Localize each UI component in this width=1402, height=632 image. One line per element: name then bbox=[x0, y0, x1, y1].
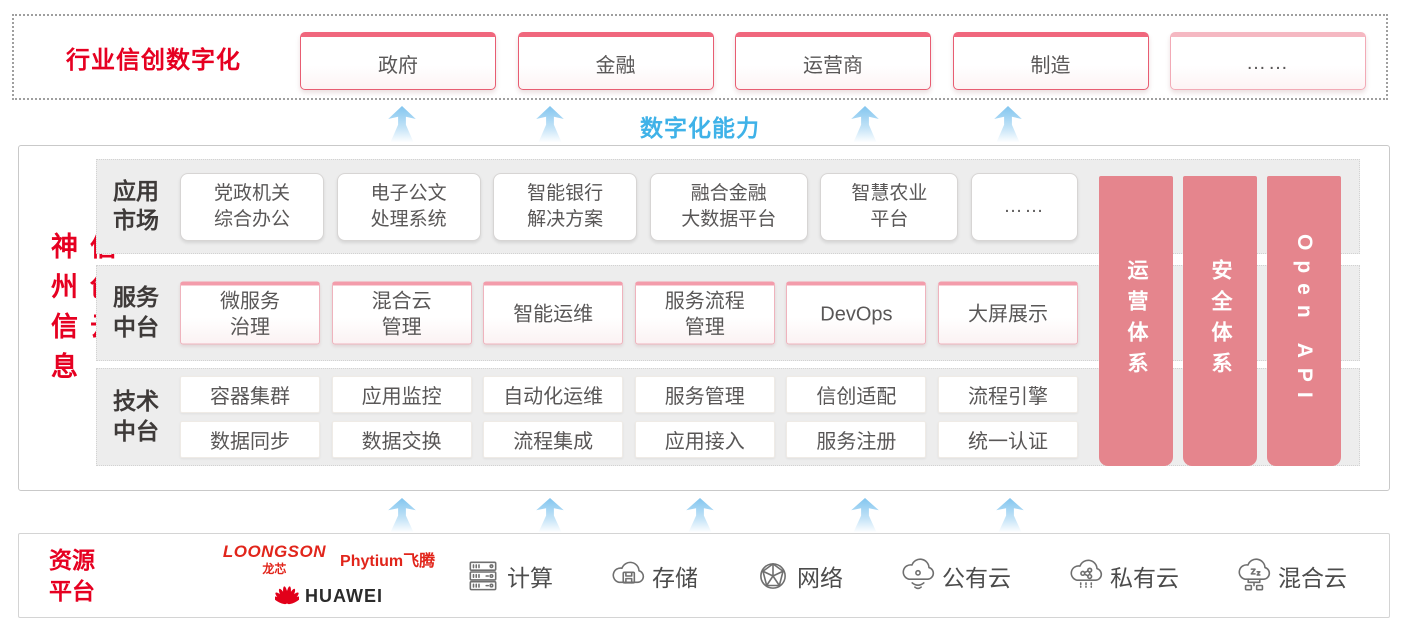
tech-middle-platform-row: 技术中台 容器集群 应用监控 自动化运维 服务管理 信创适配 流程引擎 数据同步… bbox=[96, 368, 1360, 466]
tech-box-process-engine: 流程引擎 bbox=[937, 376, 1078, 413]
up-arrow-icon bbox=[388, 106, 416, 142]
svc-box-dashboard-display: 大屏展示 bbox=[937, 281, 1078, 345]
pillar-operations-system: 运营体系 bbox=[1099, 176, 1173, 466]
vendor-logos: LOONGSON 龙芯 Phytium飞腾 bbox=[209, 542, 449, 608]
resource-platform-label: 资源平台 bbox=[49, 546, 95, 604]
tech-platform-boxes: 容器集群 应用监控 自动化运维 服务管理 信创适配 流程引擎 数据同步 数据交换… bbox=[180, 376, 1078, 458]
pillar-security-system: 安全体系 bbox=[1183, 176, 1257, 466]
up-arrow-icon bbox=[686, 498, 714, 532]
resource-item-label: 公有云 bbox=[942, 564, 1011, 591]
svc-box-intelligent-ops: 智能运维 bbox=[483, 281, 624, 345]
pillar-open-api: Open API bbox=[1267, 176, 1341, 466]
app-box-e-document-system: 电子公文 处理系统 bbox=[336, 172, 481, 241]
up-arrow-icon bbox=[851, 106, 879, 142]
resource-item-public-cloud: 公有云 bbox=[899, 557, 1011, 595]
svc-box-service-process-mgmt: 服务流程 管理 bbox=[634, 281, 775, 345]
tech-box-container-cluster: 容器集群 bbox=[180, 376, 320, 413]
app-market-label: 应用市场 bbox=[113, 177, 159, 234]
tech-box-service-mgmt: 服务管理 bbox=[634, 376, 775, 413]
resource-items: 计算 存储 网络 bbox=[464, 534, 1347, 617]
tech-box-app-monitoring: 应用监控 bbox=[331, 376, 472, 413]
loongson-logo: LOONGSON 龙芯 bbox=[223, 542, 326, 577]
resource-item-private-cloud: 私有云 bbox=[1067, 557, 1179, 595]
tech-box-service-registry: 服务注册 bbox=[786, 421, 927, 458]
tech-box-data-sync: 数据同步 bbox=[180, 421, 320, 458]
hybrid-cloud-icon bbox=[1238, 558, 1271, 591]
vendor-row: LOONGSON 龙芯 Phytium飞腾 bbox=[223, 542, 435, 577]
app-box-finance-bigdata: 融合金融 大数据平台 bbox=[649, 172, 808, 241]
svc-box-microservice-governance: 微服务 治理 bbox=[180, 281, 320, 345]
resource-item-label: 私有云 bbox=[1110, 564, 1179, 591]
pillar-operations-label: 运营体系 bbox=[1125, 259, 1148, 383]
phytium-logo: Phytium飞腾 bbox=[340, 553, 436, 570]
tech-platform-label: 技术中台 bbox=[113, 388, 159, 444]
loongson-cn-label: 龙芯 bbox=[262, 562, 287, 576]
private-cloud-icon bbox=[1070, 559, 1103, 588]
public-cloud-icon bbox=[902, 558, 935, 589]
resource-platform-panel: 资源平台 LOONGSON 龙芯 Phytium飞腾 bbox=[18, 533, 1390, 618]
tech-box-process-integration: 流程集成 bbox=[483, 421, 624, 458]
app-market-boxes: 党政机关 综合办公 电子公文 处理系统 智能银行 解决方案 融合金融 大数据平台… bbox=[180, 172, 1078, 241]
up-arrow-icon bbox=[536, 106, 564, 142]
tech-box-automated-ops: 自动化运维 bbox=[483, 376, 624, 413]
tech-box-xinchuang-adaptation: 信创适配 bbox=[786, 376, 927, 413]
tech-row-2: 数据同步 数据交换 流程集成 应用接入 服务注册 统一认证 bbox=[180, 421, 1078, 458]
up-arrow-icon bbox=[536, 498, 564, 532]
industry-box-manufacturing: 制造 bbox=[952, 32, 1149, 90]
svc-box-devops: DevOps bbox=[786, 281, 927, 345]
digital-capability-label: 数字化能力 bbox=[640, 115, 760, 141]
industry-box-operator: 运营商 bbox=[735, 32, 931, 90]
huawei-flower-icon bbox=[275, 586, 299, 605]
industry-box-government: 政府 bbox=[300, 32, 496, 90]
pillar-security-label: 安全体系 bbox=[1209, 259, 1232, 383]
resource-item-label: 计算 bbox=[507, 564, 553, 591]
industry-box-more: …… bbox=[1170, 32, 1366, 90]
up-arrow-icon bbox=[994, 106, 1022, 142]
pillar-open-api-label: Open API bbox=[1293, 234, 1316, 408]
up-arrow-icon bbox=[851, 498, 879, 532]
service-platform-boxes: 微服务 治理 混合云 管理 智能运维 服务流程 管理 DevOps 大屏展示 bbox=[180, 281, 1078, 345]
resource-item-network: 网络 bbox=[754, 557, 843, 595]
app-box-more: …… bbox=[970, 172, 1078, 241]
resource-item-compute: 计算 bbox=[464, 557, 553, 595]
huawei-wordmark: HUAWEI bbox=[305, 585, 383, 606]
tech-box-unified-auth: 统一认证 bbox=[937, 421, 1078, 458]
loongson-wordmark: LOONGSON bbox=[222, 542, 327, 561]
industry-digitalization-label: 行业信创数字化 bbox=[66, 46, 241, 74]
app-box-smart-agriculture: 智慧农业 平台 bbox=[820, 172, 959, 241]
resource-item-hybrid-cloud: 混合云 bbox=[1235, 557, 1347, 595]
tech-row-1: 容器集群 应用监控 自动化运维 服务管理 信创适配 流程引擎 bbox=[180, 376, 1078, 413]
service-platform-label: 服务中台 bbox=[113, 284, 159, 340]
tech-box-app-access: 应用接入 bbox=[634, 421, 775, 458]
industry-box-row: 政府 金融 运营商 制造 …… bbox=[300, 32, 1366, 90]
industry-box-finance: 金融 bbox=[517, 32, 714, 90]
svc-box-hybrid-cloud-mgmt: 混合云 管理 bbox=[331, 281, 472, 345]
resource-item-label: 网络 bbox=[797, 564, 843, 591]
server-icon bbox=[469, 560, 497, 590]
resource-item-storage: 存储 bbox=[609, 557, 698, 595]
network-globe-icon bbox=[760, 562, 786, 589]
app-box-party-gov-office: 党政机关 综合办公 bbox=[180, 172, 324, 241]
cloud-platform-panel: 神州信息信创云 应用市场 党政机关 综合办公 电子公文 处理系统 智能银行 解决… bbox=[18, 145, 1390, 491]
huawei-logo: HUAWEI bbox=[275, 584, 383, 608]
resource-item-label: 混合云 bbox=[1278, 564, 1347, 591]
up-arrow-icon bbox=[996, 498, 1024, 532]
tech-box-data-exchange: 数据交换 bbox=[331, 421, 472, 458]
storage-cloud-icon bbox=[612, 561, 645, 584]
up-arrow-icon bbox=[388, 498, 416, 532]
resource-item-label: 存储 bbox=[652, 564, 698, 591]
app-box-smart-banking: 智能银行 解决方案 bbox=[493, 172, 638, 241]
industry-digitalization-band: 行业信创数字化 政府 金融 运营商 制造 …… bbox=[12, 14, 1388, 100]
